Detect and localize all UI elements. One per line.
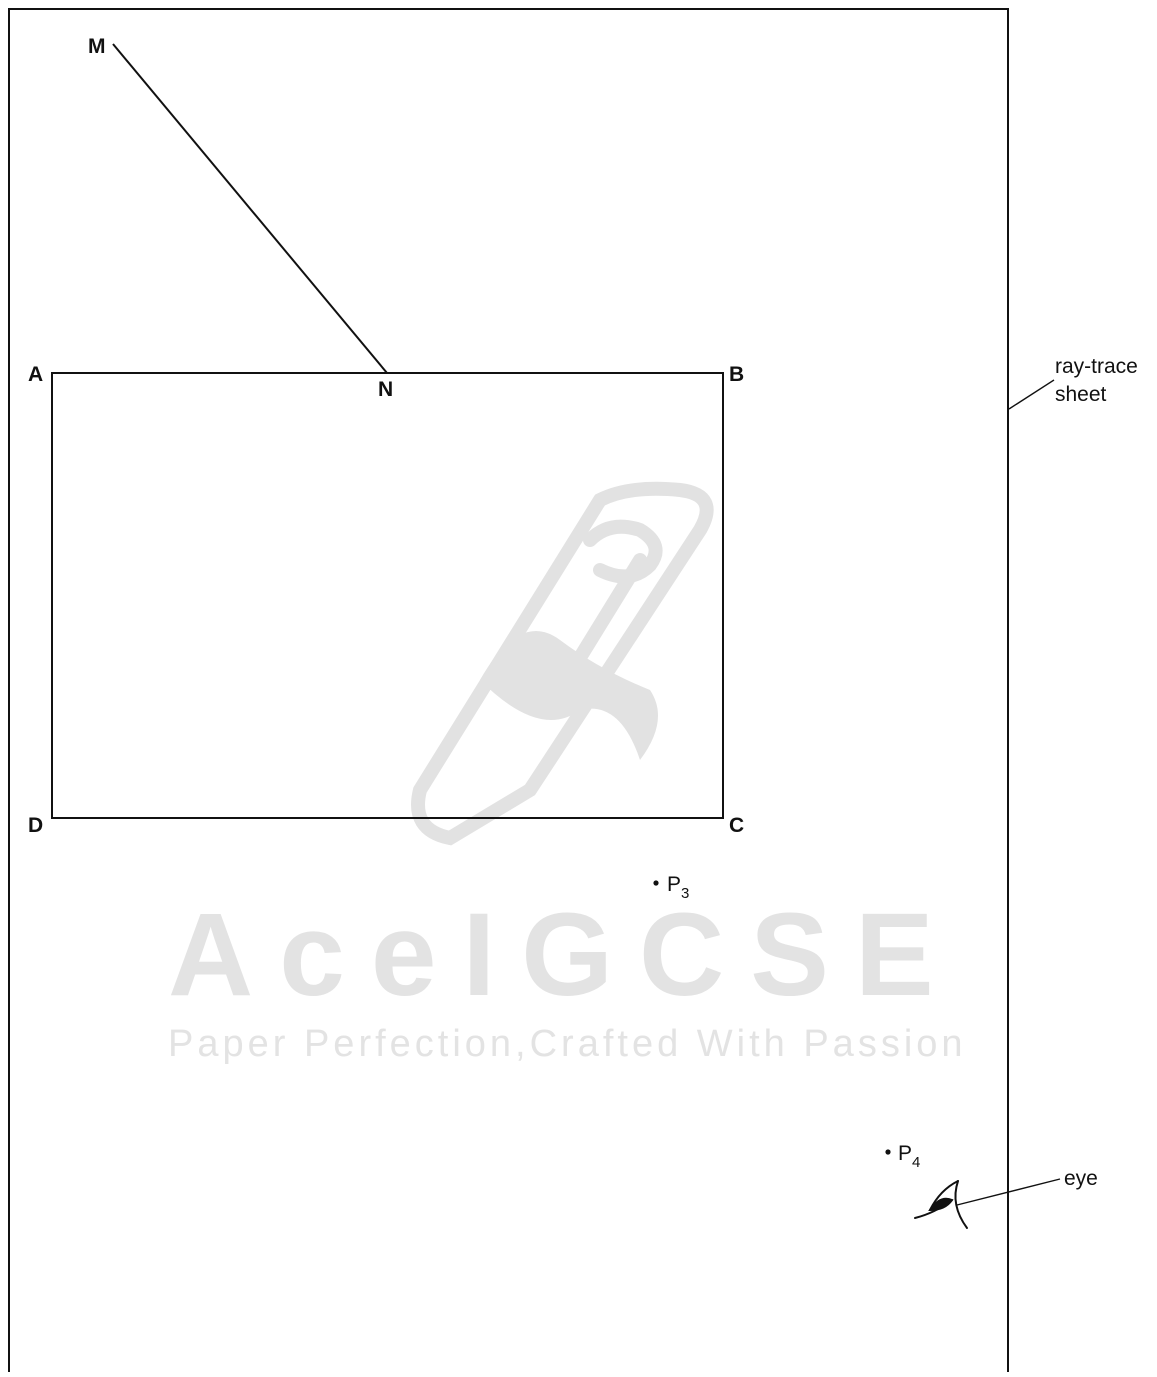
pin-p4-label: P4	[898, 1142, 920, 1171]
point-label-d: D	[28, 814, 43, 837]
eye-icon	[914, 1180, 968, 1229]
ray-trace-sheet	[8, 8, 1009, 1377]
point-label-n: N	[378, 378, 393, 401]
pin-p3-label: P3	[667, 873, 689, 902]
eye-label: eye	[1064, 1167, 1098, 1190]
glass-block-outline	[51, 372, 724, 819]
watermark-scroll-ribbon	[480, 631, 658, 760]
point-label-a: A	[28, 363, 43, 386]
sheet-label-line1: ray-trace	[1055, 355, 1138, 378]
point-label-b: B	[729, 363, 744, 386]
incident-ray-mn	[112, 43, 388, 374]
sheet-leader-line	[1008, 379, 1055, 410]
point-label-m: M	[88, 35, 106, 58]
point-label-c: C	[729, 814, 744, 837]
watermark-tagline: Paper Perfection,Crafted With Passion	[168, 1023, 967, 1065]
pin-p3-dot	[653, 880, 659, 886]
watermark-title: AceIGCSE	[168, 889, 960, 1021]
sheet-label-line2: sheet	[1055, 383, 1107, 406]
eye-leader-line	[956, 1178, 1061, 1206]
pin-p4-dot	[885, 1149, 891, 1155]
